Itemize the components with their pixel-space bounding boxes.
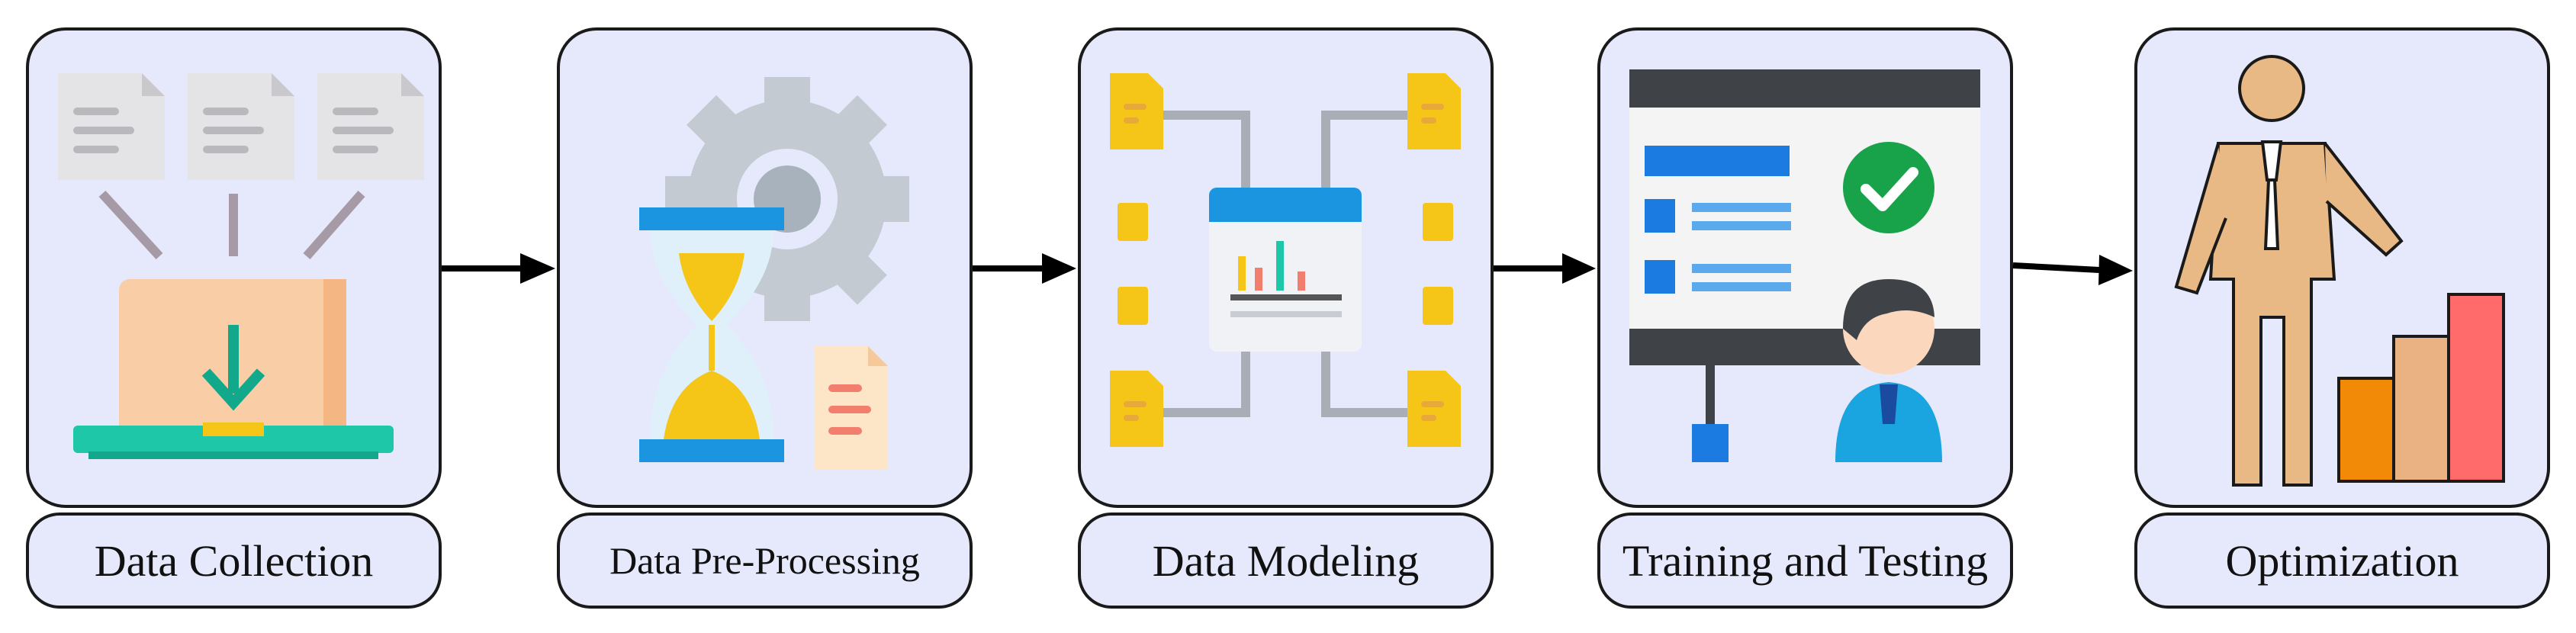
- data-preprocessing-icon: [639, 77, 909, 470]
- step-label-data-modeling: Data Modeling: [1078, 513, 1494, 609]
- optimization-icon: [2174, 55, 2505, 487]
- bar-chart-icon: [2337, 293, 2505, 483]
- step-label-optimization: Optimization: [2134, 513, 2550, 609]
- arrow-2: [973, 253, 1076, 284]
- document-icon: [317, 73, 424, 180]
- arrow-3: [1494, 253, 1596, 284]
- file-icon: [1423, 287, 1453, 325]
- step-label-data-preprocessing: Data Pre-Processing: [557, 513, 973, 609]
- file-icon: [1407, 73, 1461, 149]
- file-icon: [1118, 203, 1148, 241]
- file-icon: [1407, 371, 1461, 447]
- document-icon: [188, 73, 294, 180]
- step-label-data-collection: Data Collection: [26, 513, 442, 609]
- chart-panel-icon: [1209, 188, 1362, 352]
- file-icon: [1110, 371, 1163, 447]
- laptop-icon: [73, 279, 394, 459]
- businessman-icon: [2174, 55, 2404, 487]
- document-icon: [815, 346, 888, 470]
- file-icon: [1110, 73, 1163, 149]
- training-testing-icon: [1629, 69, 1980, 462]
- arrow-1: [442, 253, 555, 284]
- file-icon: [1423, 203, 1453, 241]
- arrow-4: [2012, 255, 2133, 285]
- step-label-training-testing: Training and Testing: [1597, 513, 2013, 609]
- file-icon: [1118, 287, 1148, 325]
- data-modeling-icon: [1110, 73, 1461, 447]
- hourglass-icon: [639, 207, 784, 462]
- person-icon: [1835, 279, 1942, 462]
- document-icon: [58, 73, 165, 180]
- data-collection-icon: [58, 73, 424, 459]
- download-arrow-icon: [201, 325, 265, 411]
- checkmark-icon: [1843, 142, 1934, 233]
